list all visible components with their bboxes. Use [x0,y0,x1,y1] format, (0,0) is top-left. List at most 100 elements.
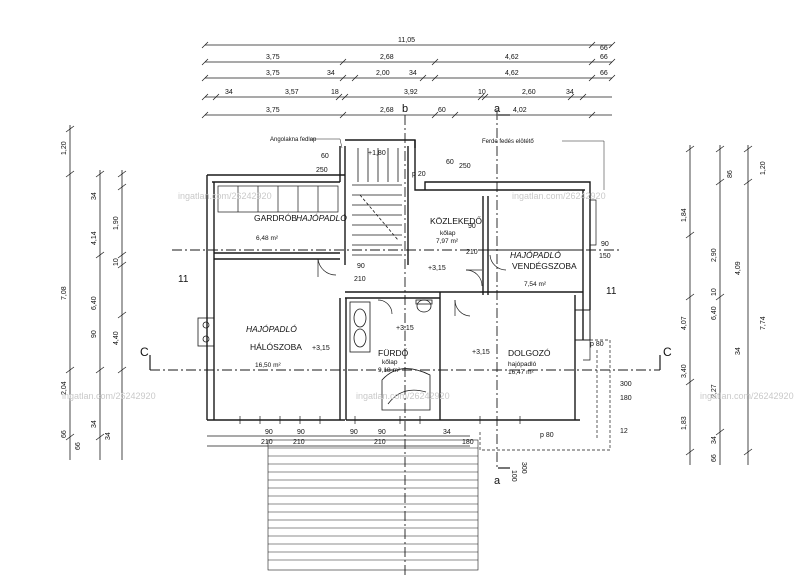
axis-11-left: 11 [178,274,189,285]
rdim-m1: 86 [727,170,734,178]
bdim-10: p 80 [590,341,604,348]
rdim-m3: 6,40 [711,306,718,320]
level-1: +3,15 [428,265,446,272]
watermark-5: ingatlan.com/26242920 [700,391,794,401]
bottom-dim-lines [207,435,470,447]
left-dimension-labels: 1,20 7,08 2,04 4,14 6,40 4,40 34 1,90 10… [61,141,120,450]
bdim-16: 300 [520,462,527,474]
rdim-i5: 3,40 [681,364,688,378]
watermarks: ingatlan.com/26242920 ingatlan.com/26242… [62,191,794,401]
rdim-o1: 1,20 [760,161,767,175]
section-a-bottom: a [494,475,501,487]
axis-11-right: 11 [606,286,617,297]
ldim-i1: 34 [91,192,98,200]
top-dimension-lines [201,41,616,119]
right-dimension-labels: 1,20 7,74 86 4,09 6,40 34 1,83 1,84 2,90… [681,161,767,462]
ldim-i2: 1,90 [113,216,120,230]
toilet-icon [416,299,432,313]
room-furdo: FÜRDŐ kőlap 9,18 m² [378,348,409,374]
section-lines [150,110,660,575]
wardrobe-shelves [217,185,339,213]
room-haloszoba-floor: HAJÓPADLÓ [246,324,297,334]
room-labels: GARDRÓB HAJÓPADLÓ 6,48 m² KÖZLEKEDŐ kőla… [246,213,577,376]
level-5: +1,80 [368,150,386,157]
dim-total: 11,05 [398,37,415,44]
watermark-4: ingatlan.com/26242920 [356,391,450,401]
dim-r5-1: 3,75 [266,107,280,114]
bdim-3: 90 [297,429,305,436]
ldim-b4: 34 [105,432,112,440]
open-2: 210 [354,276,366,283]
rdim-i1: 1,84 [681,208,688,222]
terrace-decking [267,439,479,571]
sink-icon-2 [353,328,367,348]
watermark-3: ingatlan.com/26242920 [62,391,156,401]
annotation-angolakna: Angolakna fedlap [270,137,317,143]
ldim-b1: 66 [61,430,68,438]
open-6: 150 [599,253,611,260]
bathroom-fixtures [349,299,433,411]
left-dimension-lines [65,125,127,460]
bdim-11: 300 [620,381,632,388]
opening-dims: 90 210 90 210 90 150 60 250 60 250 [316,153,611,283]
level-marks: +3,15 +3,15 +3,15 +3,15 +1,80 p 20 [312,150,490,356]
bdim-13: p 80 [540,432,554,439]
dim-r4-3: 18 [331,89,339,96]
top-dimension-labels: 11,05 66 3,75 2,68 4,62 66 3,75 34 2,00 … [225,37,608,114]
room-gardrob: GARDRÓB HAJÓPADLÓ 6,48 m² [254,213,347,242]
ldim-o2: 7,08 [61,286,68,300]
room-kozlekedo: KÖZLEKEDŐ kőlap 7,97 m² [430,216,482,245]
watermark-1: ingatlan.com/26242920 [178,191,272,201]
dim-r2-4: 66 [600,54,608,61]
ldim-o1: 1,20 [61,141,68,155]
annotations: Angolakna fedlap Ferde fedés elötétő [270,137,534,145]
dim-r3-2: 34 [327,70,335,77]
dim-r3-4: 34 [409,70,417,77]
dim-r4-6: 2,60 [522,89,536,96]
ldim-o3: 2,04 [61,381,68,395]
room-vendegszoba-name: VENDÉGSZOBA [512,261,577,271]
room-vendegszoba-floor: HAJÓPADLÓ [510,250,561,260]
bdim-8: 34 [443,429,451,436]
bdim-4: 210 [293,439,305,446]
room-kozlekedo-floor: kőlap [440,230,456,237]
room-dolgozo-name: DOLGOZÓ [508,348,551,358]
rdim-o2: 7,74 [760,316,767,330]
level-4: +3,15 [396,325,414,332]
room-dolgozo-floor: hajópadló [508,361,537,368]
rdim-i8: 66 [711,454,718,462]
open-10: 250 [459,163,471,170]
dim-r4-7: 34 [566,89,574,96]
bdim-15: 100 [510,470,517,482]
annotation-fedes: Ferde fedés elötétő [482,139,534,145]
door-swings [317,254,507,317]
room-kozlekedo-name: KÖZLEKEDŐ [430,216,482,226]
ldim-m3: 4,40 [113,331,120,345]
dim-r4-2: 3,57 [285,89,299,96]
right-dimension-lines [685,145,753,465]
room-haloszoba-area: 16,50 m² [255,362,281,369]
room-furdo-name: FÜRDŐ [378,348,409,358]
dim-r2-3: 4,62 [505,54,519,61]
watermark-2: ingatlan.com/26242920 [512,191,606,201]
room-vendegszoba: HAJÓPADLÓ VENDÉGSZOBA 7,54 m² [510,250,577,288]
open-1: 90 [357,263,365,270]
bdim-14: 12 [620,428,628,435]
section-c-left: C [140,345,149,359]
rdim-m2: 4,09 [735,261,742,275]
dim-r5-2: 2,68 [380,107,394,114]
ldim-i4: 90 [91,330,98,338]
balcony-outline [479,339,611,451]
rdim-m5: 1,83 [681,416,688,430]
ldim-b2: 34 [91,420,98,428]
room-furdo-area: 9,18 m² [378,367,401,374]
rdim-i6: 2,27 [711,384,718,398]
ldim-i3: 10 [113,258,120,266]
bdim-6: 90 [378,429,386,436]
room-haloszoba: HAJÓPADLÓ HÁLÓSZOBA 16,50 m² [246,324,302,369]
room-gardrob-floor: HAJÓPADLÓ [296,213,347,223]
bdim-2: 210 [261,439,273,446]
rdim-i2: 2,90 [711,248,718,262]
room-dolgozo-area: 16,47 m² [508,369,534,376]
rdim-i7: 34 [711,436,718,444]
